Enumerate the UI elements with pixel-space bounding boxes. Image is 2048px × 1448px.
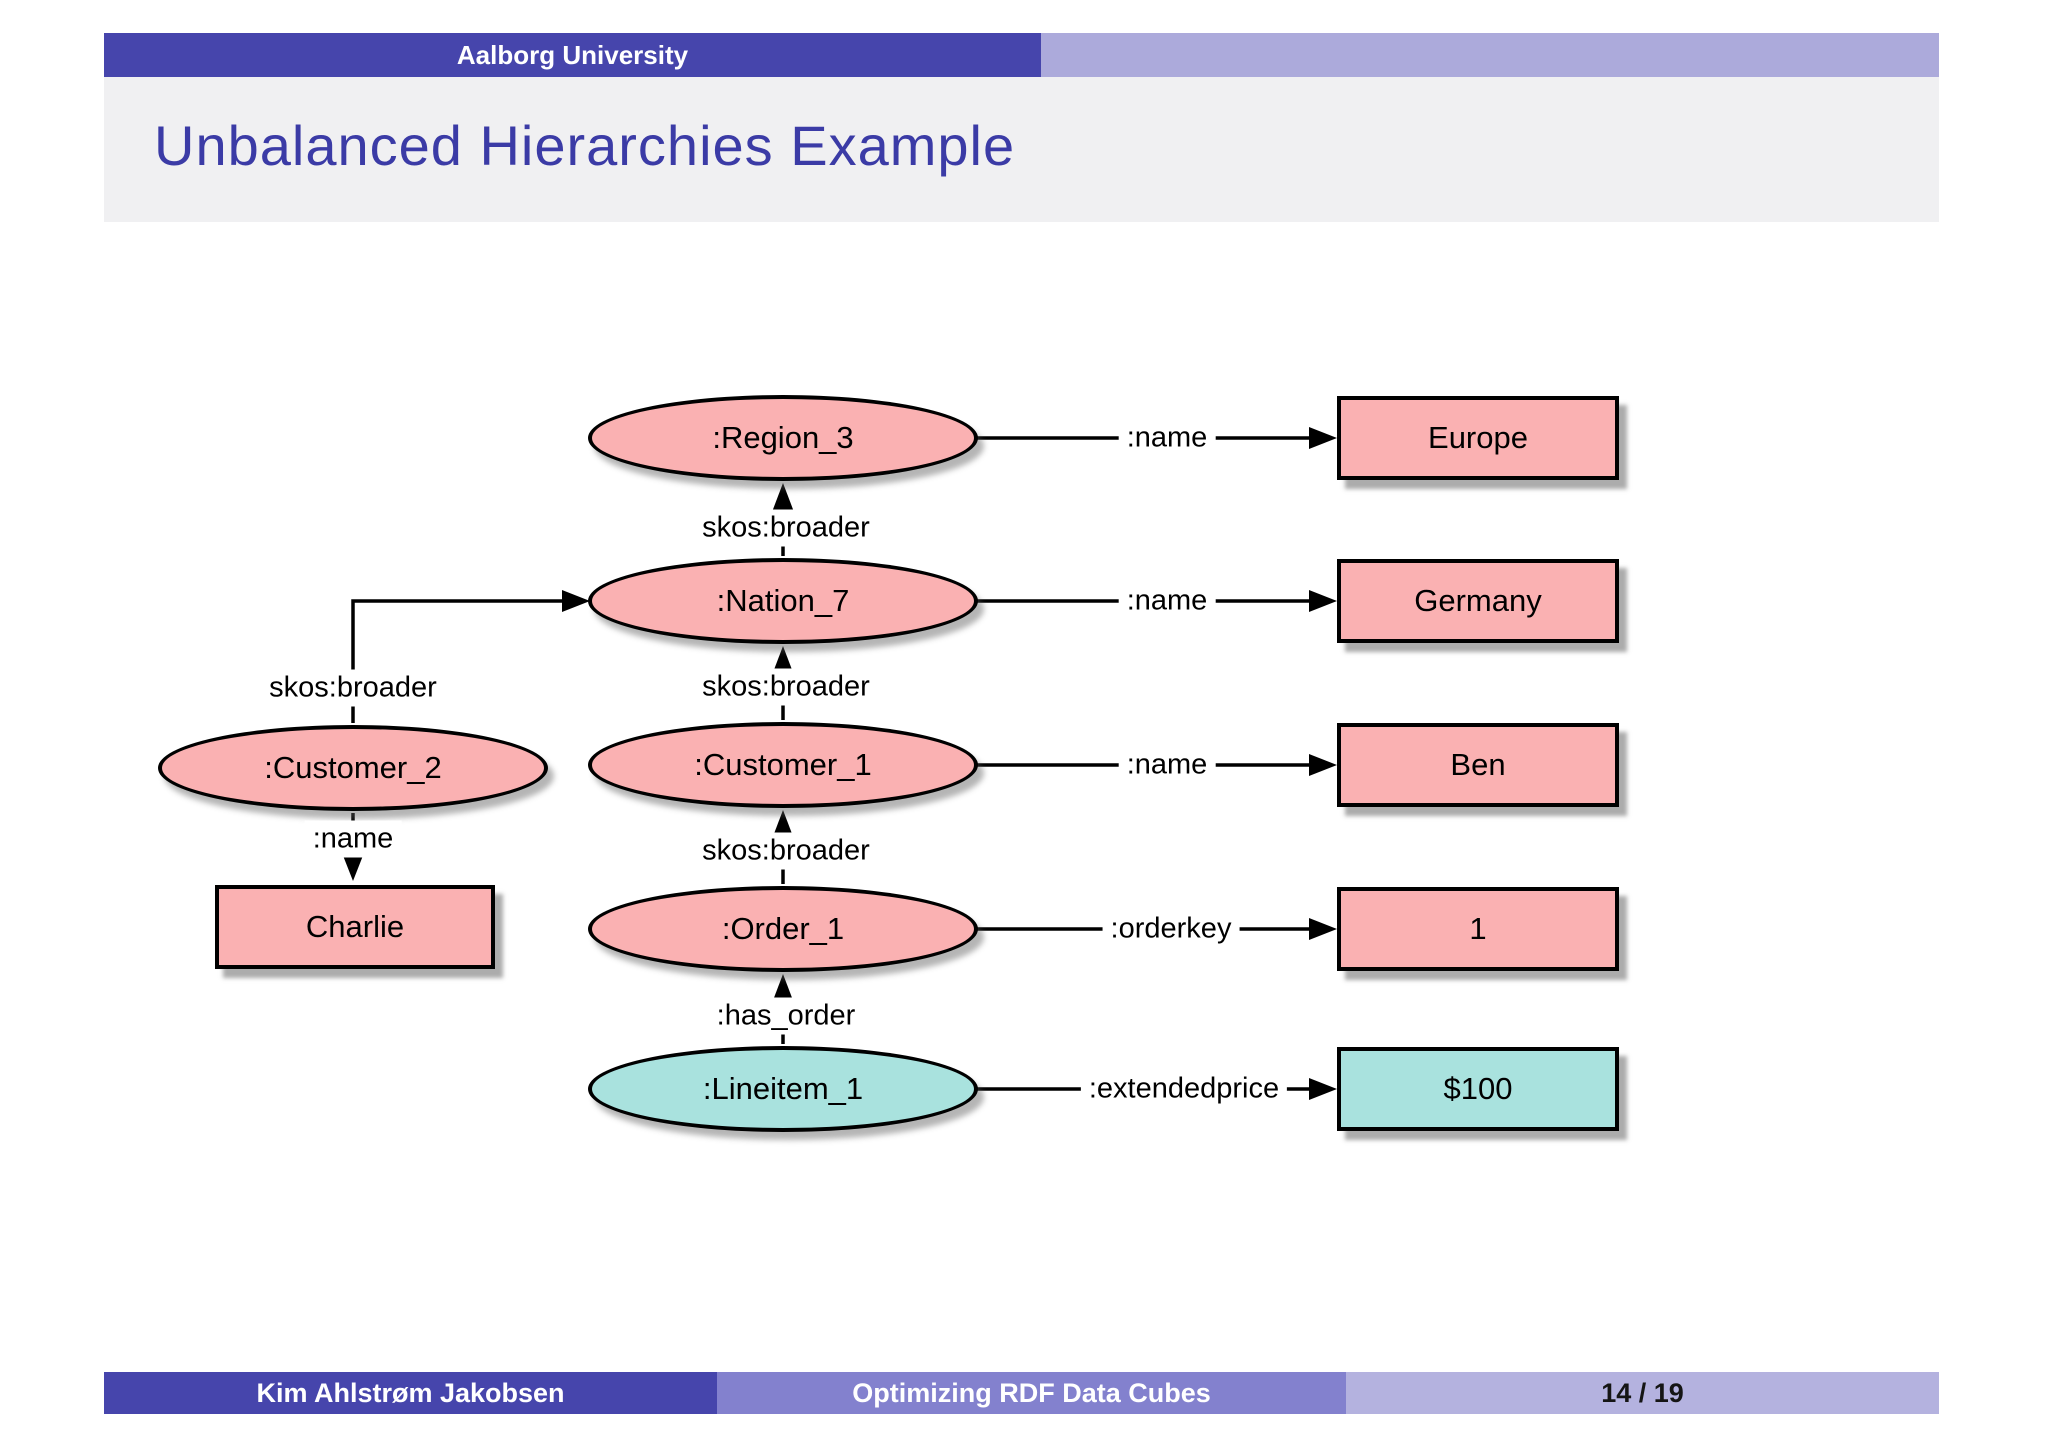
node-label: :Nation_7: [716, 583, 850, 618]
title-band: Unbalanced Hierarchies Example: [104, 77, 1939, 222]
literal-value: Germany: [1414, 583, 1542, 618]
literal-value: $100: [1443, 1071, 1513, 1106]
footer-author-segment: Kim Ahlstrøm Jakobsen: [104, 1372, 717, 1414]
edge-label-skos-broader: skos:broader: [694, 668, 878, 706]
node-nation-7: :Nation_7: [588, 558, 978, 644]
institution-name: Aalborg University: [456, 39, 689, 70]
edge-label-has-order: :has_order: [708, 997, 864, 1035]
literal-europe: Europe: [1337, 396, 1619, 480]
footer-author: Kim Ahlstrøm Jakobsen: [256, 1377, 565, 1408]
literal-value: Ben: [1450, 747, 1506, 782]
edge-label-name: :name: [1118, 582, 1216, 620]
node-customer-1: :Customer_1: [588, 722, 978, 808]
edge-label-name: :name: [1118, 419, 1216, 457]
edge-label-skos-broader: skos:broader: [261, 669, 445, 707]
literal-charlie: Charlie: [215, 885, 495, 969]
node-label: :Customer_2: [264, 750, 442, 785]
edge-label-skos-broader: skos:broader: [694, 832, 878, 870]
edge-label-extendedprice: :extendedprice: [1080, 1070, 1288, 1108]
node-label: :Region_3: [712, 420, 854, 455]
node-order-1: :Order_1: [588, 886, 978, 972]
literal-value: 1: [1469, 911, 1487, 946]
edge-label-name: :name: [304, 820, 402, 858]
footer-presentation-title: Optimizing RDF Data Cubes: [852, 1377, 1211, 1408]
footer-title-segment: Optimizing RDF Data Cubes: [717, 1372, 1346, 1414]
header-bar-institution: Aalborg University: [104, 33, 1041, 77]
literal-value: Europe: [1428, 420, 1528, 455]
literal-orderkey-1: 1: [1337, 887, 1619, 971]
edge-label-orderkey: :orderkey: [1102, 910, 1240, 948]
slide-title: Unbalanced Hierarchies Example: [154, 114, 1016, 177]
literal-germany: Germany: [1337, 559, 1619, 643]
footer-page-segment: 14 / 19: [1346, 1372, 1939, 1414]
footer-slide-number: 14 / 19: [1601, 1377, 1684, 1408]
node-lineitem-1: :Lineitem_1: [588, 1046, 978, 1132]
node-label: :Order_1: [721, 911, 845, 946]
literal-ben: Ben: [1337, 723, 1619, 807]
node-label: :Customer_1: [694, 747, 872, 782]
node-region-3: :Region_3: [588, 395, 978, 481]
literal-value: Charlie: [305, 909, 405, 944]
node-label: :Lineitem_1: [702, 1071, 864, 1106]
edge-label-skos-broader: skos:broader: [694, 509, 878, 547]
edge-label-name: :name: [1118, 746, 1216, 784]
node-customer-2: :Customer_2: [158, 725, 548, 811]
literal-price-100: $100: [1337, 1047, 1619, 1131]
header-bar-decorative: [1041, 33, 1939, 77]
